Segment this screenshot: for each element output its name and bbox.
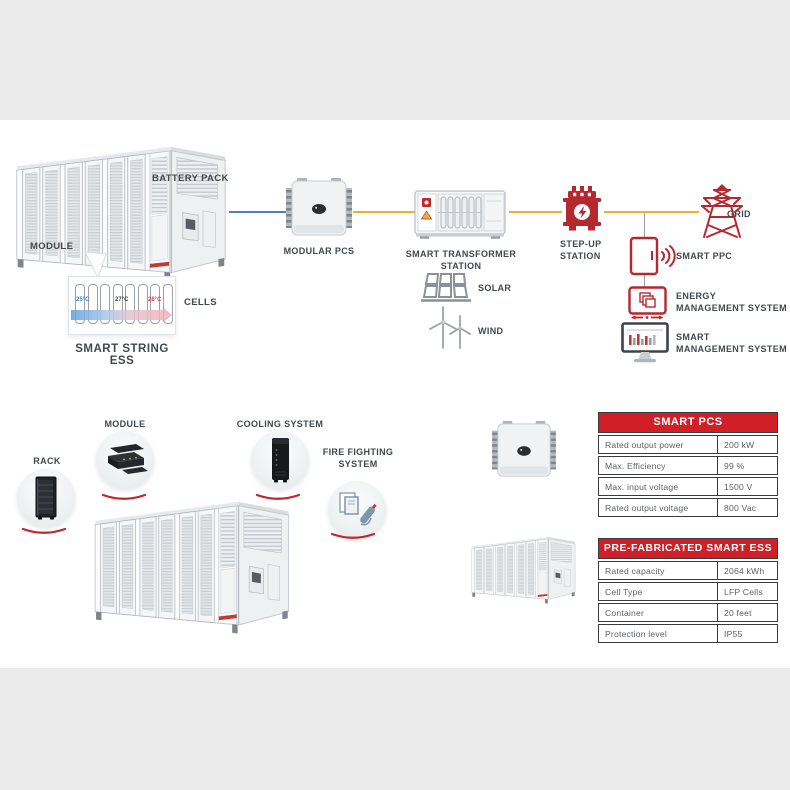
temp-label-mid: 27°C <box>115 297 129 303</box>
bottom-band <box>0 668 790 790</box>
smart-ppc-label: SMART PPC <box>676 251 733 261</box>
fire-arc <box>330 532 376 539</box>
smart-pcs-table-title: SMART PCS <box>598 412 778 433</box>
smart-pcs-table: SMART PCS Rated output power 200 kW Max.… <box>598 412 778 517</box>
sms-label: SMART MANAGEMENT SYSTEM <box>676 332 787 354</box>
table-row: Container 20 feet <box>598 603 778 622</box>
cooling-callout <box>251 431 309 489</box>
cells-label: CELLS <box>184 297 217 308</box>
cooling-arc <box>255 493 301 500</box>
cell-outline <box>125 284 135 324</box>
table-row: Rated capacity 2064 kWh <box>598 561 778 580</box>
temp-label-cold: 25°C <box>76 297 90 303</box>
cell-outline <box>87 284 98 324</box>
grid-tower-icon <box>701 183 743 238</box>
table-row: Max. Efficiency 99 % <box>598 456 778 475</box>
top-band <box>0 0 790 120</box>
smart-ppc-icon <box>629 236 676 276</box>
cell-outline <box>162 284 173 324</box>
rack-arc <box>21 527 67 534</box>
temperature-gradient-arrow <box>71 308 172 322</box>
cooling-label: COOLING SYSTEM <box>236 419 324 429</box>
cells-inset: 25°C 27°C 28°C <box>68 276 176 335</box>
sms-monitor-icon <box>621 322 669 363</box>
callout-wedge <box>84 251 107 279</box>
cooling-icon <box>272 438 289 483</box>
connector-vertical-2 <box>644 275 646 287</box>
battery-container-illustration <box>15 146 226 283</box>
step-up-station-icon <box>563 186 601 231</box>
cell-outline <box>75 284 85 324</box>
table-row: Rated output voltage 800 Vac <box>598 498 778 517</box>
connector-blue <box>229 211 287 214</box>
large-container-illustration <box>94 501 290 635</box>
transformer-station-label: SMART TRANSFORMER STATION <box>405 249 517 271</box>
grid-label: GRID <box>727 209 751 219</box>
prefab-ess-table: PRE-FABRICATED SMART ESS Rated capacity … <box>598 538 778 643</box>
battery-pack-label: BATTERY PACK <box>152 173 229 184</box>
table-row: Cell Type LFP Cells <box>598 582 778 601</box>
ems-icon <box>628 286 667 320</box>
small-container-product-image <box>471 536 576 605</box>
wind-icon <box>429 306 471 349</box>
table-row: Rated output power 200 kW <box>598 435 778 454</box>
module-label: MODULE <box>30 241 74 252</box>
wind-label: WIND <box>478 326 504 336</box>
cell-outline <box>150 284 160 324</box>
prefab-ess-table-title: PRE-FABRICATED SMART ESS <box>598 538 778 559</box>
temp-label-hot: 28°C <box>148 297 162 303</box>
cell-outline <box>112 284 123 324</box>
module-arc <box>101 493 147 500</box>
module-icon <box>108 444 148 474</box>
connector-yellow-3 <box>604 211 699 214</box>
step-up-station-label: STEP-UP STATION <box>560 239 602 261</box>
connector-vertical-1 <box>644 213 646 237</box>
rack-label: RACK <box>33 456 61 466</box>
table-row: Protection level IP55 <box>598 624 778 643</box>
ems-label: ENERGY MANAGEMENT SYSTEM <box>676 291 787 313</box>
smart-pcs-product-image <box>492 421 556 477</box>
cell-outline <box>137 284 148 324</box>
module-callout-label: MODULE <box>104 419 146 429</box>
connector-yellow-2 <box>509 211 562 214</box>
rack-callout <box>17 469 75 527</box>
rack-icon <box>35 476 57 520</box>
fire-fighting-label: FIRE FIGHTING SYSTEM <box>322 447 394 469</box>
cell-outline <box>100 284 110 324</box>
solar-label: SOLAR <box>478 283 512 293</box>
module-callout <box>96 431 154 489</box>
solar-icon <box>421 273 471 302</box>
table-row: Max. input voltage 1500 V <box>598 477 778 496</box>
modular-pcs-illustration <box>286 178 352 236</box>
fire-fighting-icon <box>339 492 377 526</box>
transformer-station-illustration <box>414 190 506 239</box>
smart-string-ess-title: SMART STRING ESS <box>75 343 169 367</box>
fire-fighting-callout <box>328 481 386 539</box>
modular-pcs-label: MODULAR PCS <box>283 246 355 256</box>
connector-yellow-1 <box>353 211 415 214</box>
